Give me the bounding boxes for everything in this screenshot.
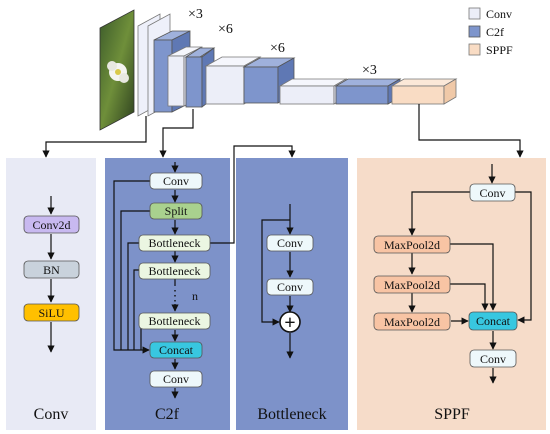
c2f-node-bottleneck-2: Bottleneck	[138, 262, 211, 280]
bottleneck-node-conv-1: Conv	[266, 234, 314, 252]
sppf-panel-contents: Conv MaxPool2d MaxPool2d MaxPool2d Conca…	[373, 164, 532, 423]
svg-text:Concat: Concat	[159, 343, 194, 357]
svg-text:MaxPool2d: MaxPool2d	[384, 315, 440, 329]
connector-to-sppf-panel	[418, 104, 524, 158]
legend-swatch-conv	[468, 7, 481, 20]
svg-text:Conv: Conv	[163, 174, 189, 188]
legend-label-conv: Conv	[486, 7, 512, 21]
c2f-node-conv-bottom: Conv	[149, 370, 203, 388]
svg-text:Conv: Conv	[277, 236, 303, 250]
sppf-node-maxpool-1: MaxPool2d	[373, 235, 451, 254]
legend-swatch-c2f	[468, 25, 481, 38]
multiplier-2: ×6	[218, 22, 233, 37]
c2f-panel-contents: ⋮ n Conv Split Bottleneck Bottleneck Bot…	[113, 162, 211, 423]
svg-text:Conv: Conv	[480, 352, 506, 366]
c2f-ellipsis: ⋮	[168, 289, 182, 304]
legend-label-c2f: C2f	[486, 25, 504, 39]
conv-panel-contents: Conv2d BN SiLU Conv	[23, 196, 80, 423]
multiplier-4: ×3	[362, 63, 377, 78]
svg-text:Conv: Conv	[479, 186, 505, 200]
c2f-node-concat: Concat	[149, 341, 203, 359]
c2f-node-conv-top: Conv	[149, 172, 203, 190]
c2f-repeat-label: n	[192, 289, 198, 303]
conv-panel-node-silu: SiLU	[23, 303, 80, 322]
bottleneck-panel-contents: Conv Conv + Bottleneck	[257, 204, 327, 423]
legend-label-sppf: SPPF	[486, 43, 513, 57]
bottleneck-add-node: +	[279, 311, 301, 334]
backbone-sppf-block	[390, 78, 458, 105]
svg-text:Conv: Conv	[277, 280, 303, 294]
legend-item-conv: Conv	[468, 7, 512, 21]
legend: Conv C2f SPPF	[468, 7, 513, 57]
c2f-node-split: Split	[149, 202, 203, 220]
svg-text:Split: Split	[165, 204, 188, 218]
backbone: ×3 ×6 ×6 ×3	[99, 7, 458, 131]
sppf-node-maxpool-3: MaxPool2d	[373, 312, 451, 331]
sppf-panel-title: SPPF	[434, 406, 470, 423]
conv-panel-node-conv2d: Conv2d	[23, 215, 80, 234]
svg-text:Bottleneck: Bottleneck	[149, 314, 201, 328]
svg-text:Concat: Concat	[476, 314, 511, 328]
svg-text:MaxPool2d: MaxPool2d	[384, 238, 440, 252]
svg-text:BN: BN	[43, 263, 60, 277]
backbone-c2f-block-4	[334, 78, 402, 105]
bottleneck-panel-title: Bottleneck	[257, 406, 326, 423]
sppf-node-conv-top: Conv	[469, 183, 516, 202]
sppf-node-maxpool-2: MaxPool2d	[373, 275, 451, 294]
legend-swatch-sppf	[468, 43, 481, 56]
sppf-panel	[357, 158, 546, 430]
input-image	[99, 9, 135, 131]
connector-to-bottleneck-panel	[210, 145, 296, 244]
legend-item-sppf: SPPF	[468, 43, 513, 57]
c2f-node-bottleneck-1: Bottleneck	[138, 234, 211, 252]
backbone-connectors	[42, 104, 524, 158]
svg-text:MaxPool2d: MaxPool2d	[384, 278, 440, 292]
bottleneck-add-symbol: +	[284, 312, 295, 334]
sppf-node-conv-bottom: Conv	[469, 349, 517, 368]
c2f-panel-title: C2f	[155, 406, 180, 423]
sppf-node-concat: Concat	[468, 311, 518, 331]
conv-panel-title: Conv	[34, 406, 69, 423]
connector-to-conv-panel	[42, 116, 147, 158]
conv-panel-node-bn: BN	[23, 260, 80, 279]
svg-text:Conv: Conv	[163, 372, 189, 386]
svg-text:Conv2d: Conv2d	[32, 218, 70, 232]
c2f-node-bottleneck-n: Bottleneck	[138, 312, 211, 330]
bottleneck-node-conv-2: Conv	[266, 278, 314, 296]
svg-text:Bottleneck: Bottleneck	[149, 264, 201, 278]
svg-text:Bottleneck: Bottleneck	[149, 236, 201, 250]
legend-item-c2f: C2f	[468, 25, 504, 39]
multiplier-3: ×6	[270, 41, 285, 56]
svg-text:SiLU: SiLU	[38, 306, 64, 320]
connector-to-c2f-panel	[159, 109, 194, 158]
multiplier-1: ×3	[188, 7, 203, 22]
